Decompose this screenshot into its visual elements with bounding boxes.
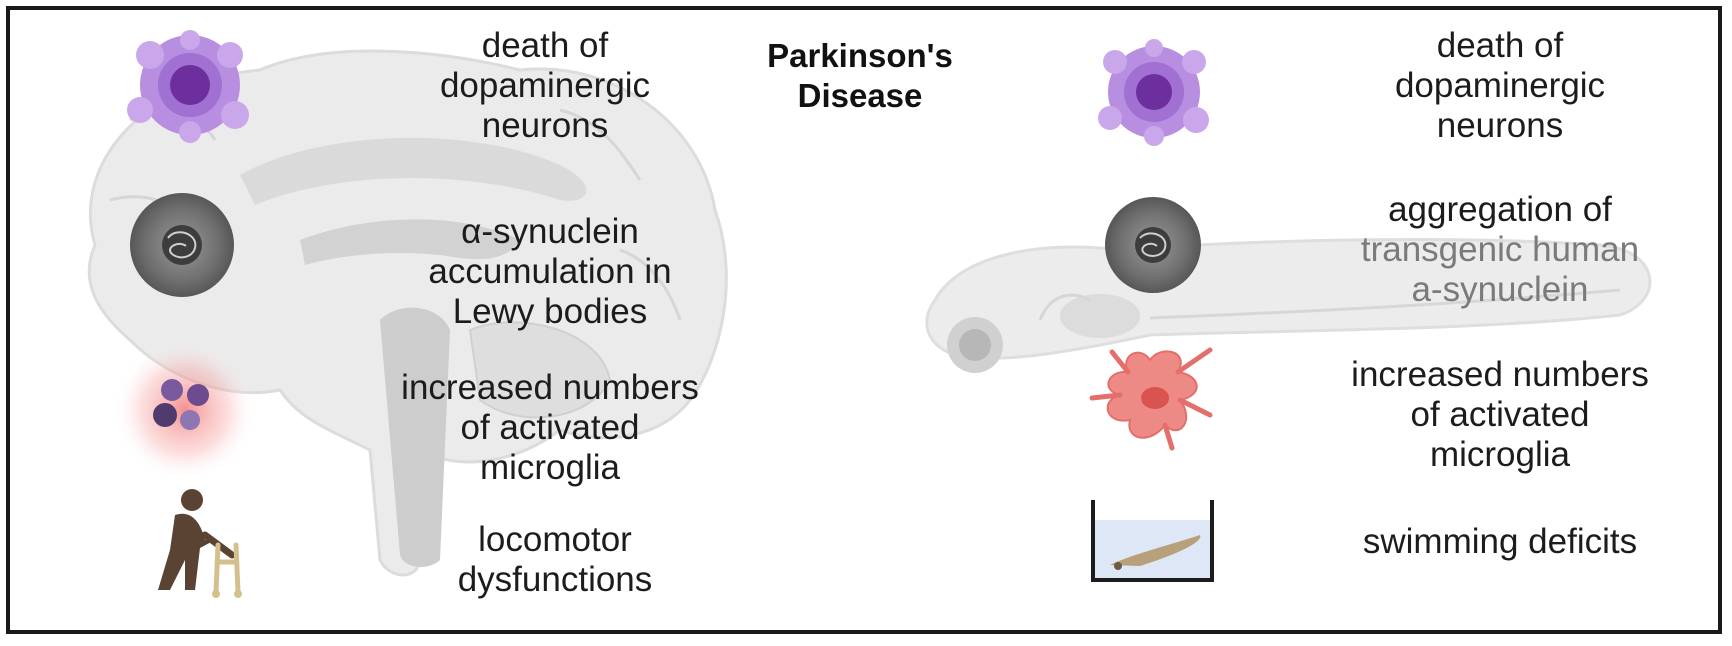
neuron-icon [1098, 39, 1209, 146]
left-label-synuclein: α-synuclein accumulation in Lewy bodies [428, 212, 672, 331]
neuron-icon [127, 30, 249, 143]
right-label-synuclein: aggregation of transgenic human a-synucl… [1360, 190, 1640, 309]
lewy-body-icon [1105, 197, 1201, 293]
right-label-swimming: swimming deficits [1362, 522, 1638, 561]
right-label-neuron-death: death of dopaminergic neurons [1394, 26, 1606, 145]
tank-fish-icon [1091, 500, 1214, 582]
microglia-cluster-icon [113, 338, 257, 482]
left-label-microglia: increased numbers of activated microglia [401, 368, 699, 487]
right-label-microglia: increased numbers of activated microglia [1351, 355, 1649, 474]
diagram-title: Parkinson's Disease [767, 37, 953, 114]
microglia-cell-icon [1089, 347, 1213, 451]
elderly-walker-icon [158, 489, 242, 598]
left-label-locomotor: locomotor dysfunctions [457, 520, 653, 599]
left-label-neuron-death: death of dopaminergic neurons [439, 26, 651, 145]
zebrafish-illustration [925, 238, 1652, 373]
lewy-body-icon [130, 193, 234, 297]
